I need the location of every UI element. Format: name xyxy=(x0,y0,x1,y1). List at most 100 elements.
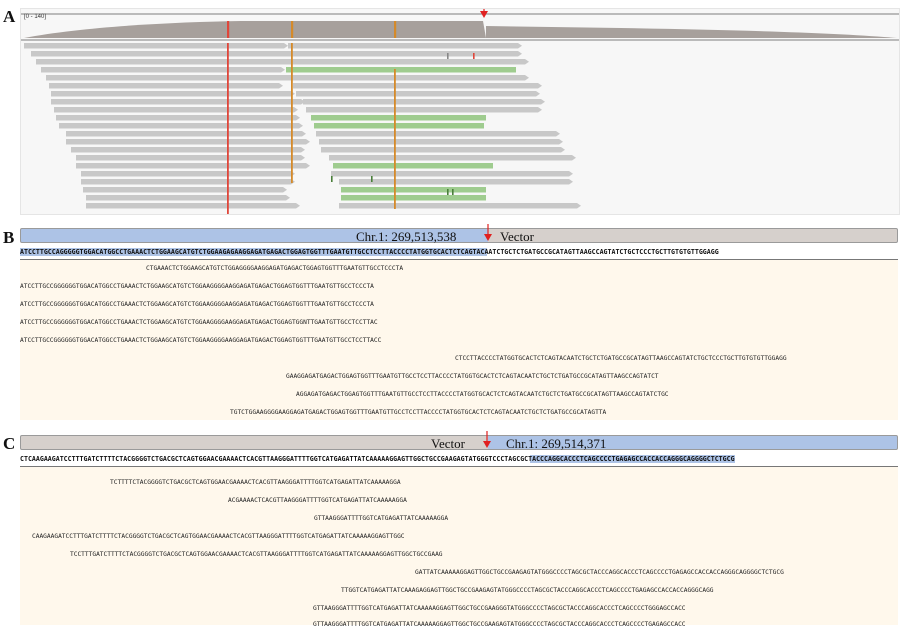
aligned-read xyxy=(71,147,301,153)
read-strand-arrow xyxy=(306,139,310,145)
read-line: ATCCTTGCCGGGGGGTGGACATGGCCTGAAACTCTGGAAG… xyxy=(20,337,382,344)
read-strand-arrow xyxy=(518,43,522,49)
aligned-read xyxy=(288,51,518,57)
mismatch-base xyxy=(473,53,475,59)
read-strand-arrow xyxy=(536,91,540,97)
mismatch-column xyxy=(291,43,293,183)
read-strand-arrow xyxy=(525,59,529,65)
aligned-read xyxy=(59,123,299,129)
read-strand-arrow xyxy=(572,155,576,161)
reference-seq-text: CTCAAGAAGATCCTTTGATCTTTTCTACGGGGTCTGACGC… xyxy=(20,455,735,463)
aligned-read xyxy=(81,171,291,177)
aligned-read xyxy=(49,83,279,89)
mismatch-base xyxy=(452,189,454,195)
read-alignment-area: TCTTTTCTACGGGGTCTGACGCTCAGTGGAACGAAAACTC… xyxy=(20,467,898,628)
read-line: ACGAAAACTCACGTTAAGGGATTTTGGTCATGAGATTATC… xyxy=(228,497,407,504)
aligned-read xyxy=(51,99,301,105)
aligned-read xyxy=(24,43,284,49)
aligned-read xyxy=(86,195,286,201)
read-line: TCCTTTGATCTTTTCTACGGGGTCTGACGCTCAGTGGAAC… xyxy=(70,551,443,558)
aligned-read xyxy=(306,107,538,113)
aligned-read xyxy=(286,67,516,73)
read-line: GAAGGAGATGAGACTGGAGTGGTTTGAATGTTGCCTCCTT… xyxy=(286,373,659,380)
mismatch-column xyxy=(394,69,396,209)
read-strand-arrow xyxy=(556,131,560,137)
read-strand-arrow xyxy=(559,139,563,145)
junction-panel-c: Vector Chr.1: 269,514,371 CTCAAGAAGATCCT… xyxy=(20,431,900,628)
read-strand-arrow xyxy=(294,107,298,113)
read-strand-arrow xyxy=(296,203,300,209)
read-line: ATCCTTGCCGGGGGGTGGACATGGCCTGAAACTCTGGAAG… xyxy=(20,319,378,326)
read-line: TGTCTGGAAGGGGAAGGAGATGAGACTGGAGTGGTTTGAA… xyxy=(230,409,607,416)
read-line: GATTATCAAAAAGGAGTTGGCTGCCGAAGAGTATGGGCCC… xyxy=(415,569,784,576)
aligned-read xyxy=(319,139,559,145)
aligned-read xyxy=(66,139,306,145)
read-line: TTGGTCATGAGATTATCAAAGAGGAGTTGGCTGCCGAAGA… xyxy=(341,587,714,594)
aligned-read xyxy=(76,163,306,169)
reference-seq-text: ATCCTTGCCAGGGGGTGGACATGGCCTGAAACTCTGGAAG… xyxy=(20,248,719,256)
aligned-read xyxy=(311,115,486,121)
coverage-range-label: [0 - 140] xyxy=(24,14,46,20)
mismatch-base xyxy=(371,176,373,182)
read-line: TCTTTTCTACGGGGTCTGACGCTCAGTGGAACGAAAACTC… xyxy=(110,479,401,486)
aligned-read xyxy=(314,123,484,129)
aligned-read xyxy=(303,99,541,105)
aligned-read xyxy=(41,67,281,73)
reference-sequence: CTCAAGAAGATCCTTTGATCTTTTCTACGGGGTCTGACGC… xyxy=(20,453,898,467)
read-strand-arrow xyxy=(284,43,288,49)
read-strand-arrow xyxy=(525,75,529,81)
aligned-read xyxy=(341,195,486,201)
read-alignment-area: CTGAAACTCTGGAAGCATGTCTGGAGGGGAAGGAGATGAG… xyxy=(20,260,898,420)
reference-sequence: ATCCTTGCCAGGGGGTGGACATGGCCTGAAACTCTGGAAG… xyxy=(20,246,898,260)
read-strand-arrow xyxy=(281,67,285,73)
read-strand-arrow xyxy=(302,131,306,137)
aligned-read xyxy=(341,187,486,193)
mismatch-column xyxy=(227,43,229,214)
aligned-read xyxy=(293,59,525,65)
aligned-read xyxy=(339,179,569,185)
read-line: GTTAAGGGATTTTGGTCATGAGATTATCAAAAAGGA xyxy=(314,515,449,522)
mismatch-base xyxy=(447,53,449,59)
aligned-read xyxy=(46,75,306,81)
read-line: AGGAGATGAGACTGGAGTGGTTTGAATGTTGCCTCCTTAC… xyxy=(296,391,669,398)
read-strand-arrow xyxy=(301,147,305,153)
aligned-read xyxy=(329,155,572,161)
junction-arrow-icon xyxy=(480,11,488,18)
read-line: ATCCTTGCCGGGGGGTGGACATGGCCTGAAACTCTGGAAG… xyxy=(20,301,374,308)
panel-label-b: B xyxy=(3,228,15,247)
aligned-read xyxy=(339,203,577,209)
aligned-read xyxy=(31,51,291,57)
chromosome-label: Chr.1: 269,514,371 xyxy=(506,436,607,451)
coverage-variant-tick xyxy=(227,21,230,38)
coverage-histogram xyxy=(24,21,486,38)
aligned-read xyxy=(333,163,493,169)
read-strand-arrow xyxy=(299,123,303,129)
chromosome-vector-bar: Chr.1: 269,513,538 Vector xyxy=(20,228,898,244)
vector-label: Vector xyxy=(431,436,465,451)
junction-arrow-icon xyxy=(483,431,491,448)
vector-chromosome-bar: Vector Chr.1: 269,514,371 xyxy=(20,435,898,451)
read-line: CTGAAACTCTGGAAGCATGTCTGGAGGGGAAGGAGATGAG… xyxy=(146,265,404,272)
read-strand-arrow xyxy=(301,155,305,161)
aligned-read xyxy=(51,91,291,97)
read-strand-arrow xyxy=(518,51,522,57)
aligned-read xyxy=(54,107,294,113)
mismatch-base xyxy=(447,189,449,195)
aligned-read xyxy=(288,43,518,49)
aligned-read xyxy=(293,83,538,89)
aligned-read xyxy=(86,203,296,209)
panel-label-a: A xyxy=(3,7,16,26)
read-strand-arrow xyxy=(283,187,287,193)
read-strand-arrow xyxy=(538,83,542,89)
aligned-read xyxy=(66,131,302,137)
read-line: CAAGAAGATCCTTTGATCTTTTCTACGGGGTCTGACGCTC… xyxy=(32,533,405,540)
coverage-histogram xyxy=(486,26,897,38)
read-strand-arrow xyxy=(296,115,300,121)
aligned-read xyxy=(321,147,561,153)
read-strand-arrow xyxy=(541,99,545,105)
read-pileup-panel: [0 - 140] xyxy=(20,8,900,215)
junction-panel-b: Chr.1: 269,513,538 Vector ATCCTTGCCAGGGG… xyxy=(20,224,900,420)
aligned-read xyxy=(83,187,283,193)
aligned-read xyxy=(293,75,525,81)
aligned-read xyxy=(331,171,569,177)
